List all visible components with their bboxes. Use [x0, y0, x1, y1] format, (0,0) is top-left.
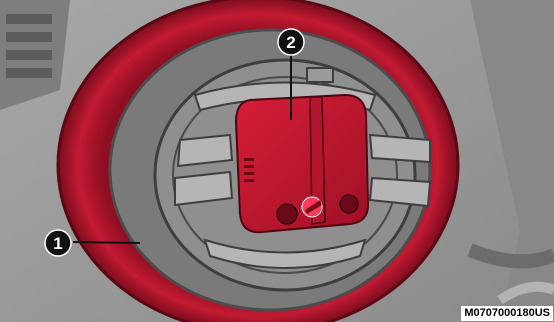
callout-1: 1 — [45, 230, 71, 256]
tire-retainer — [236, 95, 368, 232]
callout-2-label: 2 — [286, 33, 295, 52]
retainer-bolt-left — [277, 204, 297, 224]
retainer-bolt-right — [340, 195, 358, 213]
callout-2: 2 — [278, 29, 304, 55]
image-reference-code: M0707000180US — [461, 306, 553, 321]
callout-1-label: 1 — [53, 234, 62, 253]
callout-1-leader — [73, 242, 140, 243]
